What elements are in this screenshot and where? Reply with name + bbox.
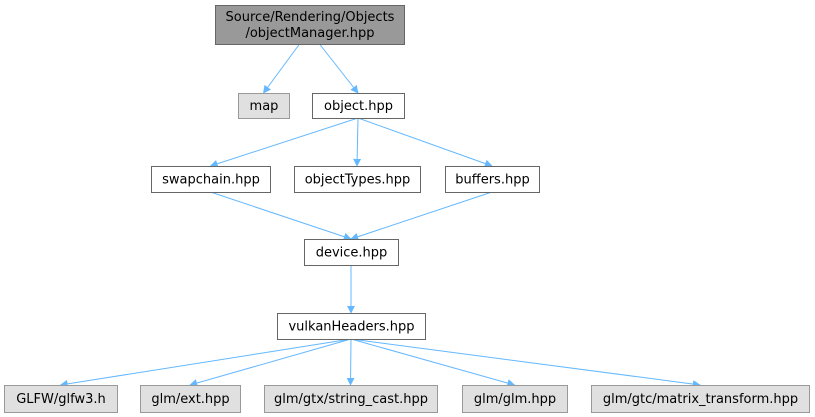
node-swapchain[interactable]: swapchain.hpp (151, 166, 271, 193)
node-label-glmglm: glm/glm.hpp (474, 392, 556, 407)
node-label-glmext: glm/ext.hpp (151, 392, 229, 407)
node-box-objtypes (294, 166, 421, 193)
node-objtypes[interactable]: objectTypes.hpp (294, 166, 421, 193)
node-box-object (312, 93, 405, 119)
edge-root-to-object (319, 43, 359, 94)
node-box-mattrans (591, 385, 810, 413)
node-label-root-line-2: /objectManager.hpp (245, 26, 374, 41)
edge-vulkan-to-glmglm (350, 338, 516, 387)
node-glfw: GLFW/glfw3.h (4, 385, 118, 413)
node-vulkan[interactable]: vulkanHeaders.hpp (277, 313, 426, 340)
edge-object-to-objtypes (353, 117, 362, 167)
edges-layer (59, 43, 701, 389)
node-label-swapchain: swapchain.hpp (162, 173, 260, 188)
node-label-objtypes: objectTypes.hpp (305, 173, 411, 188)
edge-object-to-buffers (357, 117, 493, 168)
node-mattrans: glm/gtc/matrix_transform.hpp (591, 385, 810, 413)
node-label-root-line-1: Source/Rendering/Objects (226, 10, 395, 25)
node-label-object: object.hpp (324, 99, 393, 114)
node-root[interactable]: Source/Rendering/Objects/objectManager.h… (215, 5, 405, 45)
node-box-vulkan (277, 313, 426, 340)
node-label-device: device.hpp (316, 246, 388, 261)
node-label-vulkan: vulkanHeaders.hpp (288, 320, 414, 335)
node-box-glfw (4, 385, 118, 413)
edge-vulkan-to-mattrans (350, 338, 701, 389)
node-box-device (304, 239, 399, 266)
nodes-layer: Source/Rendering/Objects/objectManager.h… (4, 5, 810, 413)
node-glmglm: glm/glm.hpp (462, 385, 568, 413)
edge-object-to-swapchain (209, 117, 359, 168)
node-box-map (238, 93, 290, 119)
node-box-strcast (264, 385, 438, 413)
node-buffers[interactable]: buffers.hpp (445, 166, 540, 193)
edge-root-to-map (263, 43, 300, 94)
node-label-glfw: GLFW/glfw3.h (16, 392, 106, 407)
node-glmext: glm/ext.hpp (140, 385, 241, 413)
node-label-map: map (250, 99, 279, 114)
node-label-buffers: buffers.hpp (455, 173, 529, 188)
node-strcast: glm/gtx/string_cast.hpp (264, 385, 438, 413)
node-box-root (215, 5, 405, 45)
edge-swapchain-to-device (210, 191, 352, 241)
edge-vulkan-to-glfw (59, 338, 352, 388)
edge-vulkan-to-strcast (346, 338, 355, 386)
node-box-glmext (140, 385, 241, 413)
node-label-strcast: glm/gtx/string_cast.hpp (274, 392, 428, 407)
edge-buffers-to-device (350, 191, 493, 241)
node-box-glmglm (462, 385, 568, 413)
node-object[interactable]: object.hpp (312, 93, 405, 119)
edge-vulkan-to-glmext (189, 338, 352, 387)
node-box-swapchain (151, 166, 271, 193)
node-label-mattrans: glm/gtc/matrix_transform.hpp (603, 392, 798, 407)
node-map: map (238, 93, 290, 119)
node-device[interactable]: device.hpp (304, 239, 399, 266)
node-box-buffers (445, 166, 540, 193)
